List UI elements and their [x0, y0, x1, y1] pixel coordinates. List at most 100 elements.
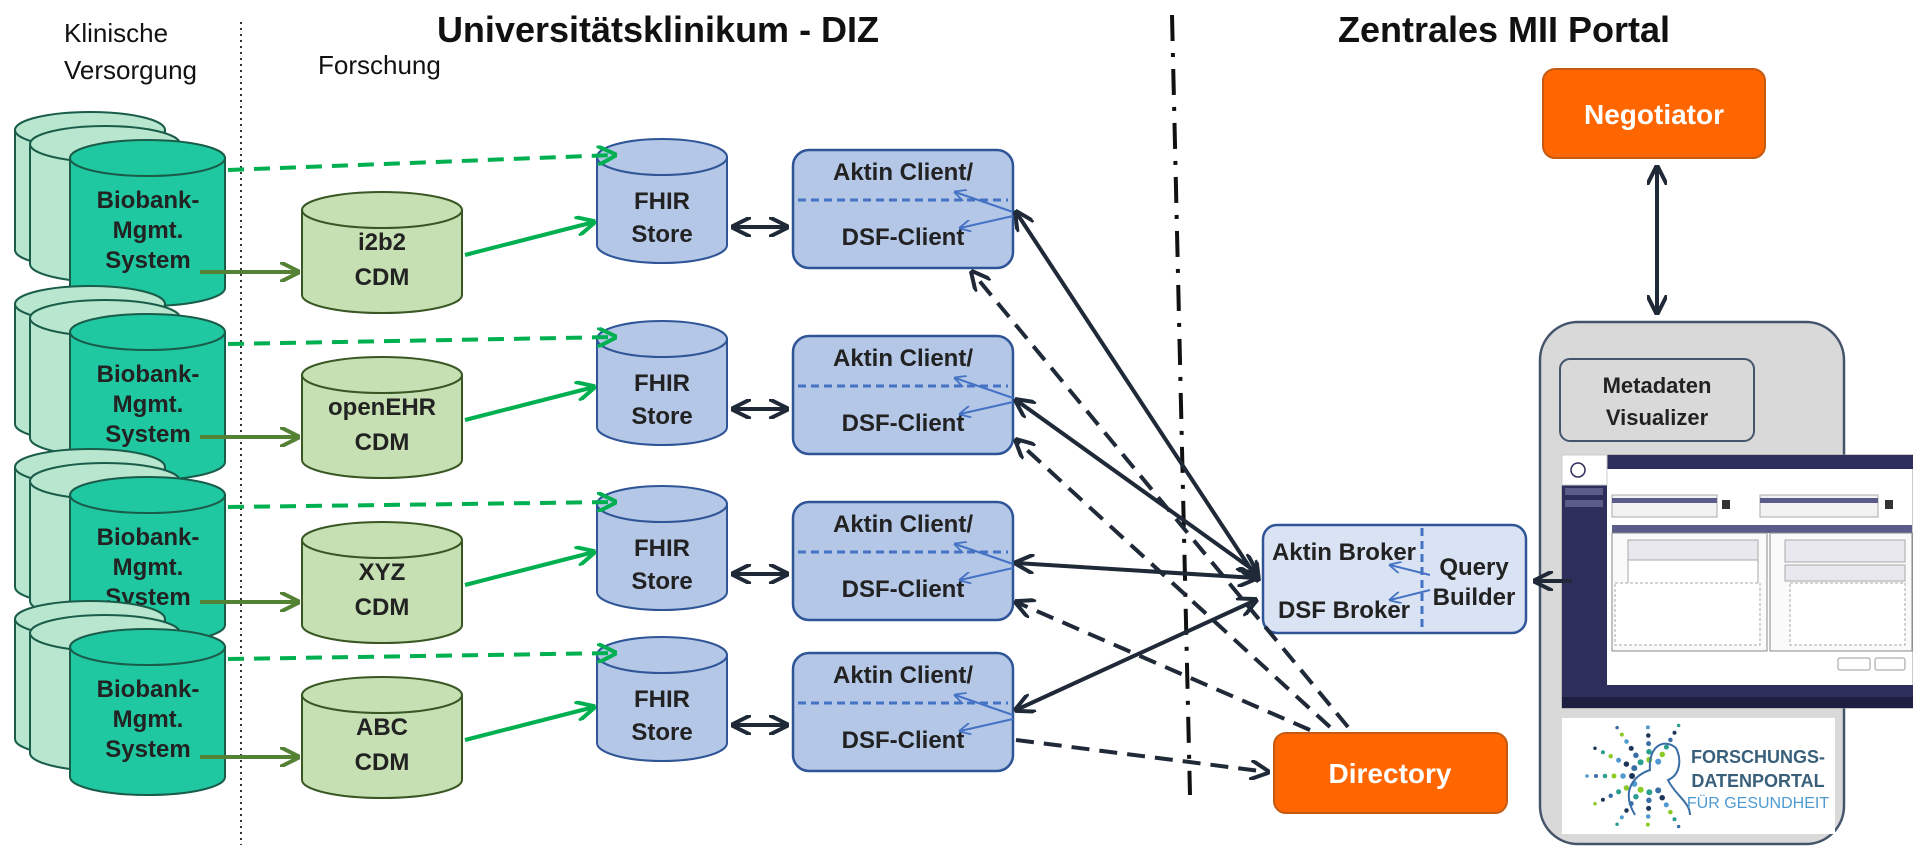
logo-dot — [1646, 748, 1652, 755]
sites-layer: Biobank-Mgmt.Systemi2b2CDMFHIRStoreAktin… — [14, 111, 1015, 799]
broker-box: Aktin Broker DSF Broker Query Builder — [1261, 523, 1528, 635]
biobank-label-1: Biobank- — [97, 676, 200, 703]
logo-dot — [1594, 774, 1598, 778]
arrow-client4-directory — [1015, 738, 1268, 772]
logo-dot — [1676, 723, 1681, 728]
aktin-broker-label: Aktin Broker — [1272, 539, 1416, 566]
client-box: Aktin Client/DSF-Client — [791, 148, 1015, 270]
logo-dot — [1616, 757, 1622, 763]
logo-dot — [1624, 808, 1629, 813]
arrow-directory-client1 — [972, 272, 1350, 729]
broker-internal-arrow-1 — [1390, 565, 1431, 576]
metadaten-label-1: Metadaten — [1603, 373, 1712, 398]
biobank-label-3: System — [105, 736, 190, 763]
logo-dot — [1623, 761, 1630, 767]
fhir-label-1: FHIR — [634, 686, 690, 713]
biobank-label-2: Mgmt. — [113, 217, 184, 244]
logo-dot — [1585, 774, 1589, 778]
logo-dot — [1645, 725, 1650, 730]
logo-dot — [1655, 787, 1662, 794]
logo-dot — [1655, 758, 1662, 765]
negotiator-box: Negotiator — [1542, 68, 1766, 159]
logo-dot — [1663, 802, 1669, 808]
cdm-cylinder — [301, 356, 463, 479]
arrow-cdm-fhir — [464, 552, 594, 587]
dsf-client-label: DSF-Client — [842, 576, 965, 603]
arrow-biobank-fhir — [227, 653, 615, 659]
site-row-3: Biobank-Mgmt.SystemXYZCDMFHIRStoreAktin … — [14, 448, 1015, 644]
arrow-cdm-fhir — [464, 222, 594, 257]
arrow-client3-broker — [1016, 563, 1256, 578]
logo-dot — [1615, 822, 1619, 827]
logo-dot — [1631, 765, 1638, 772]
arrow-biobank-fhir — [227, 502, 615, 507]
cdm-cylinder — [301, 191, 463, 314]
logo-dot — [1608, 793, 1613, 799]
client-box: Aktin Client/DSF-Client — [791, 500, 1015, 622]
logo-dots — [1585, 723, 1681, 829]
label-forschung: Forschung — [318, 50, 441, 80]
client-internal-arrow-up — [955, 544, 1014, 565]
logo-dot — [1637, 786, 1644, 793]
biobank-label-3: System — [105, 247, 190, 274]
logo-dot — [1659, 794, 1665, 801]
biobank-label-2: Mgmt. — [113, 554, 184, 581]
logo-dot — [1646, 805, 1652, 811]
client-internal-arrow-up — [955, 378, 1014, 399]
cdm-cylinder — [301, 676, 463, 799]
logo-dot — [1593, 746, 1597, 751]
label-klinische: Klinische — [64, 18, 168, 48]
fhir-label-1: FHIR — [634, 188, 690, 215]
logo-text-2: DATENPORTAL — [1691, 771, 1824, 791]
site-row-4: Biobank-Mgmt.SystemABCCDMFHIRStoreAktin … — [14, 600, 1015, 799]
cdm-label-1: i2b2 — [358, 229, 406, 256]
logo-dot — [1624, 739, 1629, 744]
biobank-cylinder — [69, 628, 226, 796]
logo-dot — [1646, 797, 1652, 804]
logo-text-3: FÜR GESUNDHEIT — [1687, 794, 1829, 812]
cdm-label-1: ABC — [356, 714, 408, 741]
broker-connections — [972, 167, 1657, 772]
dsf-client-label: DSF-Client — [842, 410, 965, 437]
cdm-label-2: CDM — [355, 594, 410, 621]
logo-dot — [1619, 815, 1624, 820]
aktin-client-label: Aktin Client/ — [833, 345, 973, 372]
site-row-2: Biobank-Mgmt.SystemopenEHRCDMFHIRStoreAk… — [14, 285, 1015, 481]
cdm-label-2: CDM — [355, 264, 410, 291]
divider-diz-portal — [1170, 14, 1192, 796]
fhir-label-2: Store — [631, 568, 692, 595]
fhir-label-1: FHIR — [634, 535, 690, 562]
biobank-label-2: Mgmt. — [113, 706, 184, 733]
logo-dot — [1672, 817, 1677, 822]
arrow-cdm-fhir — [464, 387, 594, 422]
logo-dot — [1593, 801, 1597, 806]
logo-dot — [1600, 750, 1605, 755]
forschungsdatenportal-logo: FORSCHUNGS- DATENPORTAL FÜR GESUNDHEIT — [1562, 718, 1835, 834]
cdm-cylinder — [301, 521, 463, 644]
logo-dot — [1611, 773, 1617, 779]
query-builder-screenshot — [1561, 454, 1913, 709]
dsf-client-label: DSF-Client — [842, 224, 965, 251]
logo-dot — [1663, 744, 1669, 750]
biobank-label-3: System — [105, 421, 190, 448]
logo-dot — [1623, 785, 1630, 791]
logo-dot — [1659, 751, 1666, 758]
logo-dot — [1676, 824, 1681, 829]
biobank-label-1: Biobank- — [97, 524, 200, 551]
query-builder-label-1: Query — [1439, 554, 1509, 581]
logo-dot — [1615, 725, 1619, 730]
logo-dot — [1668, 809, 1673, 815]
arrow-client4-broker — [1016, 600, 1256, 710]
arrow-client1-broker — [1016, 212, 1258, 580]
biobank-label-2: Mgmt. — [113, 391, 184, 418]
negotiator-label: Negotiator — [1584, 99, 1724, 130]
logo-dot — [1668, 737, 1673, 743]
metadaten-label-2: Visualizer — [1606, 405, 1709, 430]
fhir-label-2: Store — [631, 221, 692, 248]
diz-title: Universitätsklinikum - DIZ — [437, 9, 879, 50]
arrow-directory-client3 — [1016, 602, 1311, 732]
fhir-label-2: Store — [631, 403, 692, 430]
biobank-label-1: Biobank- — [97, 187, 200, 214]
fhir-label-1: FHIR — [634, 370, 690, 397]
